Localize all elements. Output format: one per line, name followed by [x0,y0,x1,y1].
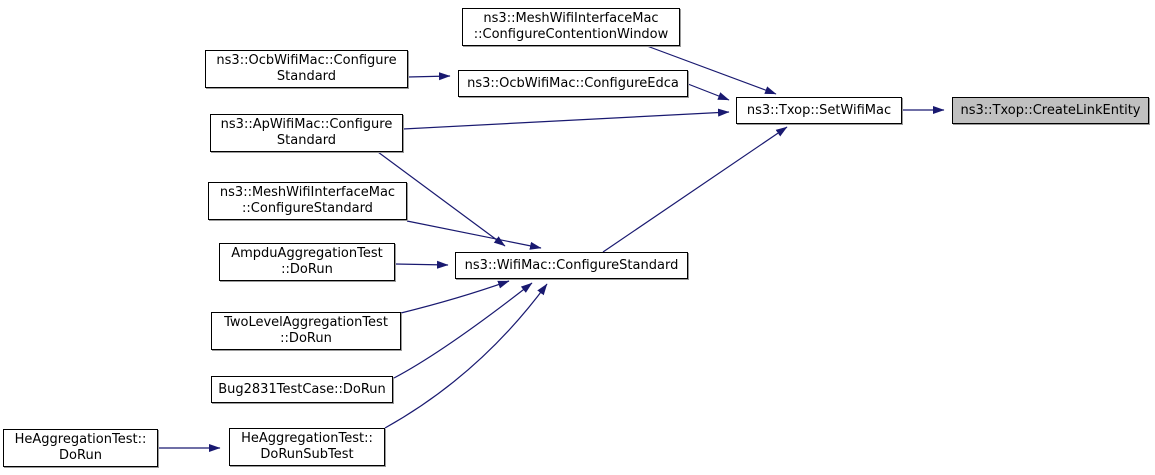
node-mesh-configure-contention-window[interactable]: ns3::MeshWifiInterfaceMac ::ConfigureCon… [462,8,680,46]
node-bug2831-testcase-dorun[interactable]: Bug2831TestCase::DoRun [211,376,393,403]
edge-mesh-contention-window-to-set-wifi-mac [646,45,777,95]
node-ocb-configure-edca[interactable]: ns3::OcbWifiMac::ConfigureEdca [458,70,688,97]
edge-wifimac-standard-to-set-wifi-mac [602,126,788,253]
edge-ocb-standard-to-ocb-edca [407,72,451,81]
node-mesh-configure-standard[interactable]: ns3::MeshWifiInterfaceMac ::ConfigureSta… [208,182,407,220]
edge-ocb-edca-to-set-wifi-mac [687,83,730,101]
edge-ampdu-dorun-to-wifimac-standard [394,260,449,269]
node-ocb-configure-standard[interactable]: ns3::OcbWifiMac::Configure Standard [205,50,408,88]
node-txop-create-link-entity: ns3::Txop::CreateLinkEntity [952,97,1149,124]
node-txop-set-wifi-mac[interactable]: ns3::Txop::SetWifiMac [736,97,902,124]
edge-mesh-standard-to-wifimac-standard [406,220,542,250]
node-he-aggregation-test-dorun[interactable]: HeAggregationTest:: DoRun [3,429,158,467]
edge-ap-standard-to-wifimac-standard [377,151,506,247]
node-he-aggregation-test-dorunsubtest[interactable]: HeAggregationTest:: DoRunSubTest [229,428,385,466]
edge-bug2831-dorun-to-wifimac-standard [393,282,533,379]
node-wifimac-configure-standard[interactable]: ns3::WifiMac::ConfigureStandard [455,252,688,279]
node-two-level-aggregation-test-dorun[interactable]: TwoLevelAggregationTest ::DoRun [211,312,401,350]
edge-twolevel-dorun-to-wifimac-standard [400,280,510,314]
node-ap-configure-standard[interactable]: ns3::ApWifiMac::Configure Standard [210,114,403,152]
edge-dorunsubtest-to-wifimac-standard [384,283,548,429]
edge-ap-standard-to-set-wifi-mac [402,108,730,130]
node-ampdu-aggregation-test-dorun[interactable]: AmpduAggregationTest ::DoRun [219,243,395,281]
